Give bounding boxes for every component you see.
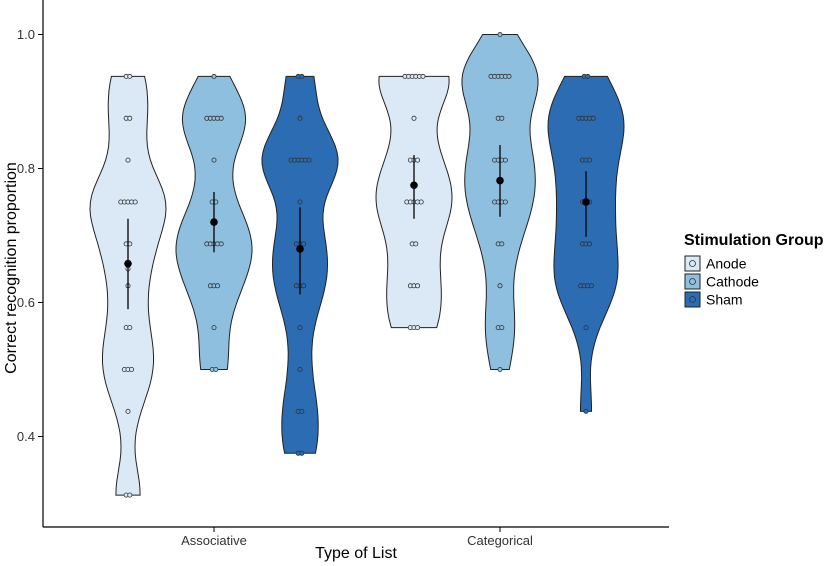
mean-point bbox=[410, 181, 418, 190]
data-point bbox=[127, 115, 133, 121]
data-point bbox=[502, 157, 508, 163]
y-tick-label: 0.8 bbox=[17, 161, 35, 176]
x-tick-label: Associative bbox=[181, 533, 247, 548]
mean-point bbox=[582, 198, 590, 206]
x-ticks: Associative Categorical bbox=[181, 527, 533, 548]
data-point bbox=[301, 283, 307, 289]
legend-title: Stimulation Group bbox=[684, 232, 824, 249]
data-point bbox=[583, 408, 589, 414]
data-point bbox=[583, 325, 589, 331]
data-point bbox=[499, 115, 505, 121]
data-point bbox=[297, 366, 303, 372]
data-point bbox=[420, 73, 426, 79]
data-point bbox=[415, 157, 421, 163]
legend-swatch-dot bbox=[689, 260, 696, 267]
x-tick-label: Categorical bbox=[467, 533, 533, 548]
mean-point bbox=[296, 245, 304, 253]
data-point bbox=[411, 115, 417, 121]
mean-point bbox=[210, 218, 218, 226]
data-point bbox=[587, 157, 593, 163]
x-axis-title: Type of List bbox=[315, 545, 397, 562]
axes bbox=[42, 0, 669, 528]
data-point bbox=[297, 325, 303, 331]
data-point bbox=[502, 199, 508, 205]
data-point bbox=[132, 199, 138, 205]
data-point bbox=[497, 32, 503, 38]
data-point bbox=[218, 241, 224, 247]
data-point bbox=[587, 241, 593, 247]
legend-label-cathode: Cathode bbox=[706, 274, 759, 290]
data-point bbox=[301, 241, 307, 247]
data-point bbox=[127, 492, 133, 498]
data-point bbox=[299, 73, 305, 79]
data-point bbox=[590, 115, 596, 121]
legend-label-anode: Anode bbox=[706, 256, 747, 272]
data-point bbox=[211, 325, 217, 331]
data-point bbox=[299, 450, 305, 456]
data-point bbox=[125, 157, 131, 163]
data-point bbox=[413, 241, 419, 247]
data-point bbox=[127, 325, 133, 331]
data-point bbox=[297, 115, 303, 121]
mean-point bbox=[124, 259, 132, 268]
y-tick-label: 1.0 bbox=[17, 27, 35, 42]
data-point bbox=[499, 241, 505, 247]
data-point bbox=[211, 73, 217, 79]
data-point bbox=[585, 73, 591, 79]
data-point bbox=[588, 283, 594, 289]
legend-swatch-dot bbox=[689, 278, 696, 285]
legend-swatch-dot bbox=[689, 296, 696, 303]
data-point bbox=[211, 157, 217, 163]
data-point bbox=[497, 366, 503, 372]
data-point bbox=[499, 325, 505, 331]
data-point bbox=[415, 325, 421, 331]
data-point bbox=[418, 199, 424, 205]
y-tick-label: 0.4 bbox=[17, 429, 35, 444]
y-ticks: 0.4 0.6 0.8 1.0 bbox=[17, 27, 43, 444]
plot-area bbox=[89, 32, 625, 498]
data-point bbox=[506, 73, 512, 79]
data-point bbox=[125, 408, 131, 414]
y-axis-title: Correct recognition proportion bbox=[3, 162, 20, 374]
legend-label-sham: Sham bbox=[706, 292, 743, 308]
data-point bbox=[306, 157, 312, 163]
data-point bbox=[127, 73, 133, 79]
data-point bbox=[299, 408, 305, 414]
y-tick-label: 0.6 bbox=[17, 295, 35, 310]
data-point bbox=[297, 199, 303, 205]
data-point bbox=[415, 283, 421, 289]
data-point bbox=[218, 115, 224, 121]
data-point bbox=[215, 283, 221, 289]
data-point bbox=[129, 366, 135, 372]
data-point bbox=[213, 366, 219, 372]
data-point bbox=[497, 283, 503, 289]
mean-point bbox=[496, 176, 504, 185]
